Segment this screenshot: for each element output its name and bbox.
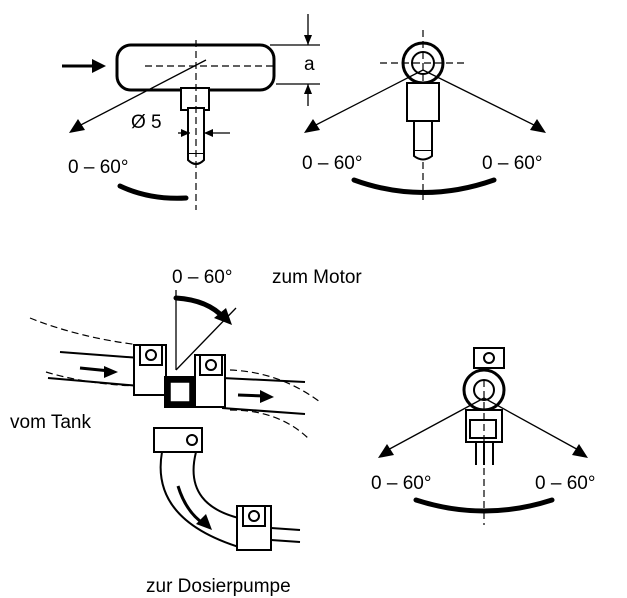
angle-label-installation: 0 – 60°: [172, 267, 232, 288]
angle-arrow-icon: [69, 119, 85, 133]
dimension-a-label: a: [304, 54, 315, 75]
installation-view: 0 – 60° zum Motor: [10, 267, 362, 597]
angle-label-top-right: 0 – 60°: [482, 153, 542, 174]
flow-arrow-icon: [92, 59, 106, 73]
diameter-label: Ø 5: [131, 112, 162, 133]
to-dosing-pump-label: zur Dosierpumpe: [146, 576, 291, 597]
t-piece-end-view: 0 – 60° 0 – 60°: [302, 30, 546, 200]
angle-label-top-left: 0 – 60°: [68, 157, 128, 178]
angle-label-top-middle: 0 – 60°: [302, 153, 362, 174]
from-tank-label: vom Tank: [10, 412, 91, 433]
angle-arc: [117, 183, 189, 201]
t-piece-side-view: a Ø 5 0 – 60°: [62, 14, 320, 210]
installed-end-view: 0 – 60° 0 – 60°: [371, 347, 595, 525]
angle-label-bottom-right: 0 – 60°: [535, 473, 595, 494]
angle-label-bottom-left: 0 – 60°: [371, 473, 431, 494]
to-engine-label: zum Motor: [272, 267, 362, 288]
